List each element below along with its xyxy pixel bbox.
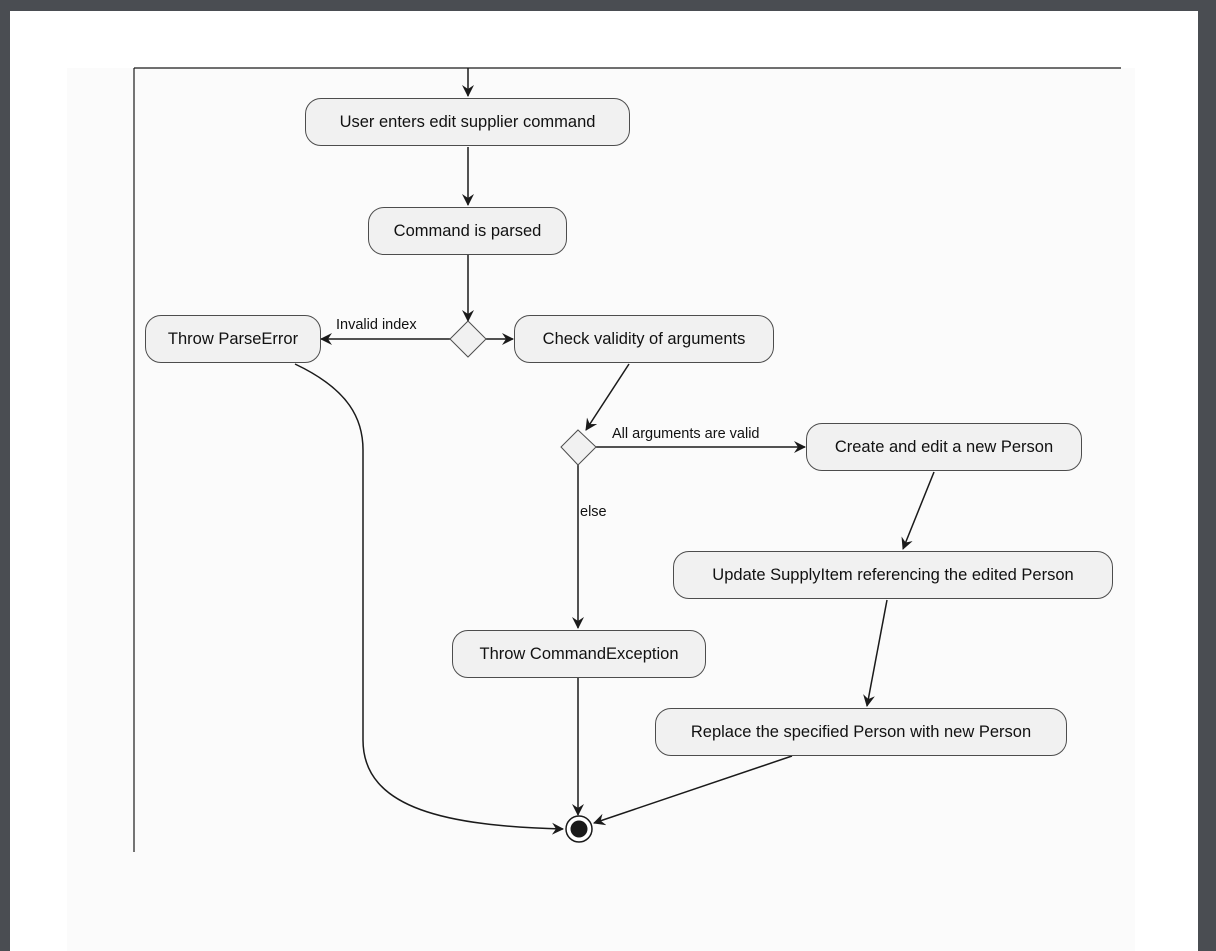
edge-create-to-update <box>901 471 935 550</box>
node-create-edit-person: Create and edit a new Person <box>806 423 1082 471</box>
edge-replace-to-end <box>593 755 793 826</box>
diagram-canvas <box>67 68 1135 951</box>
edge-update-to-replace <box>863 599 888 707</box>
label-else: else <box>580 504 607 520</box>
page <box>10 11 1198 951</box>
decision-diamond-arguments <box>560 429 597 466</box>
node-command-parsed: Command is parsed <box>368 207 567 255</box>
node-throw-parse-error: Throw ParseError <box>145 315 321 363</box>
end-node-inner <box>570 820 588 838</box>
decision-diamond-index <box>449 320 487 358</box>
node-update-supply-item: Update SupplyItem referencing the edited… <box>673 551 1113 599</box>
node-check-validity: Check validity of arguments <box>514 315 774 363</box>
node-replace-person: Replace the specified Person with new Pe… <box>655 708 1067 756</box>
edge-parse-error-to-end <box>294 363 564 835</box>
node-user-enters-command: User enters edit supplier command <box>305 98 630 146</box>
label-invalid-index: Invalid index <box>336 317 417 333</box>
edge-check-to-decision2 <box>585 363 630 431</box>
label-all-arguments-valid: All arguments are valid <box>612 426 760 442</box>
node-throw-command-exception: Throw CommandException <box>452 630 706 678</box>
